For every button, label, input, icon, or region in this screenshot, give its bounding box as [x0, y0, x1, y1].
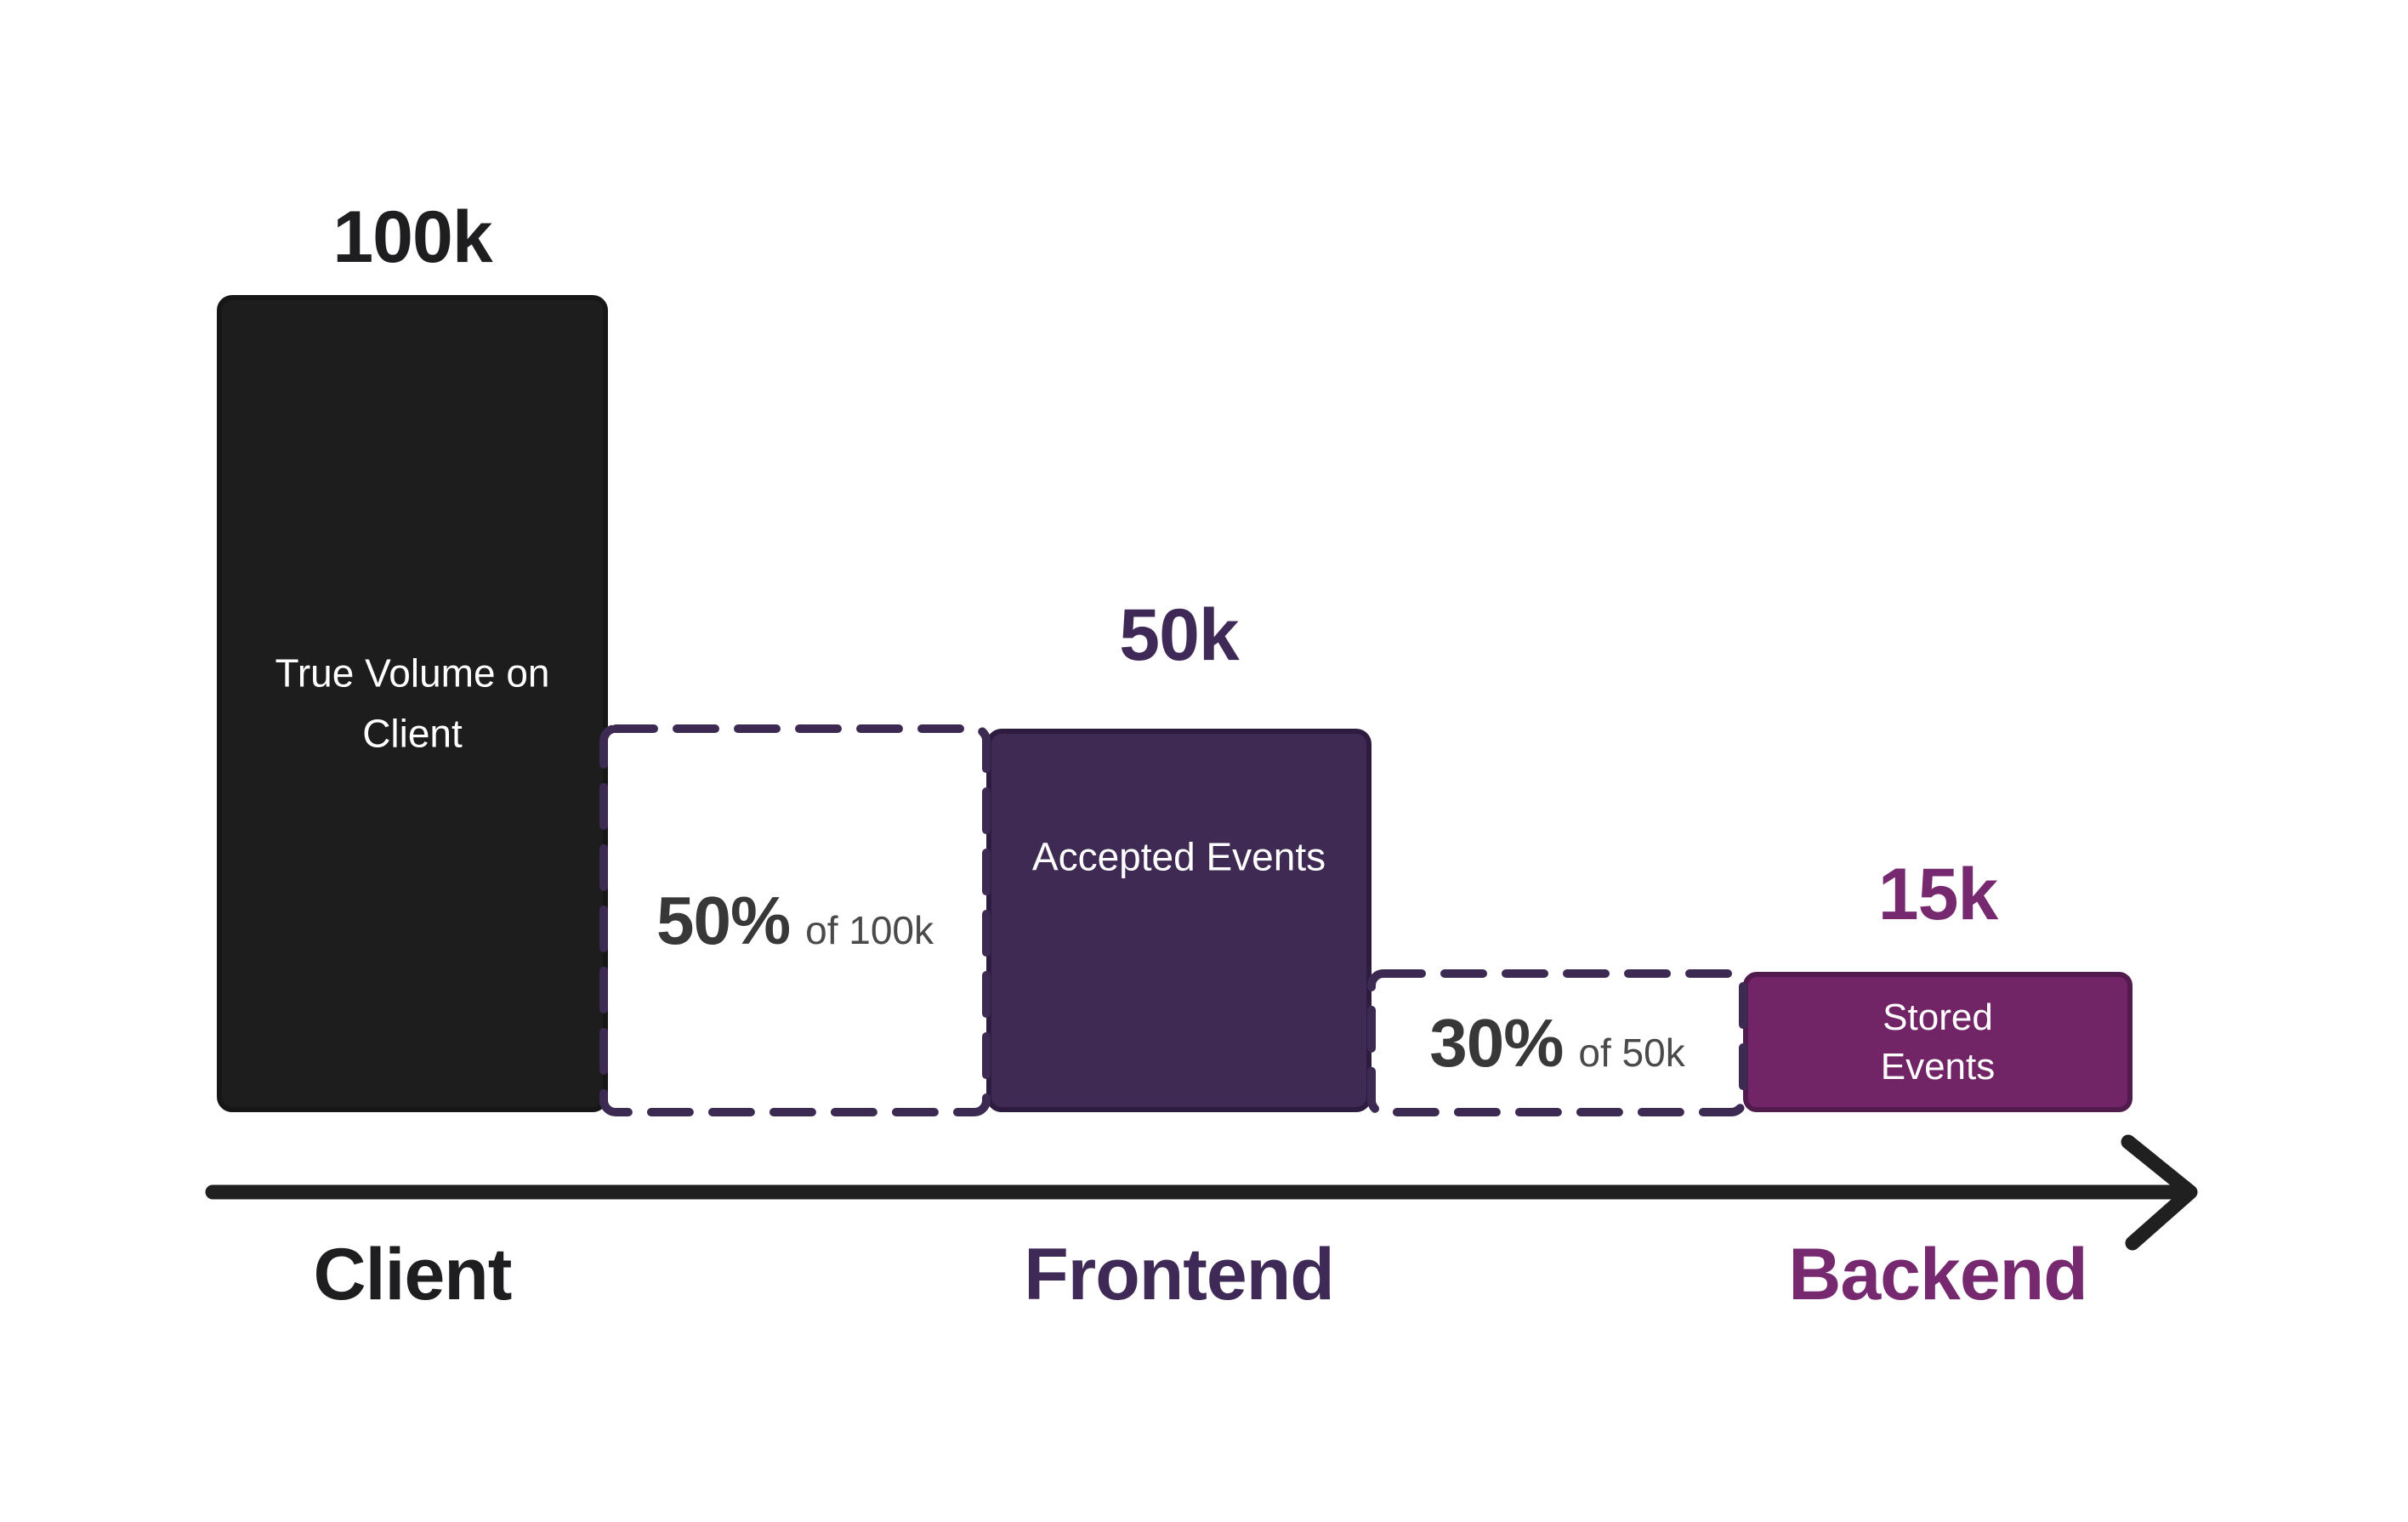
bar-true-volume-label: True Volume on Client	[275, 650, 550, 756]
bar-stored-events: Stored Events	[1743, 972, 2133, 1112]
bar-accepted-events: Accepted Events	[986, 729, 1372, 1112]
drop-region-client-to-frontend: 50% of 100k	[604, 729, 986, 1112]
bar-stored-events-label: Stored Events	[1880, 996, 1996, 1088]
drop-annotation-2: 30% of 50k	[1429, 1004, 1684, 1082]
axis-label-client: Client	[313, 1234, 513, 1315]
value-label-frontend: 50k	[1119, 594, 1240, 676]
axis-label-frontend: Frontend	[1024, 1234, 1335, 1315]
axis-label-backend: Backend	[1788, 1234, 2088, 1315]
drop-region-frontend-to-backend: 30% of 50k	[1372, 974, 1743, 1112]
drop-percent-1: 50%	[656, 882, 791, 958]
value-label-backend: 15k	[1877, 854, 1999, 935]
value-label-client: 100k	[332, 196, 492, 278]
drop-percent-2: 30%	[1429, 1004, 1564, 1081]
flow-arrow-head	[2121, 1134, 2198, 1251]
drop-annotation-1: 50% of 100k	[656, 882, 934, 960]
drop-of-1: of 100k	[805, 907, 934, 952]
bar-accepted-events-label: Accepted Events	[1031, 834, 1326, 879]
bar-true-volume: True Volume on Client	[217, 295, 608, 1112]
drop-of-2: of 50k	[1578, 1030, 1685, 1075]
